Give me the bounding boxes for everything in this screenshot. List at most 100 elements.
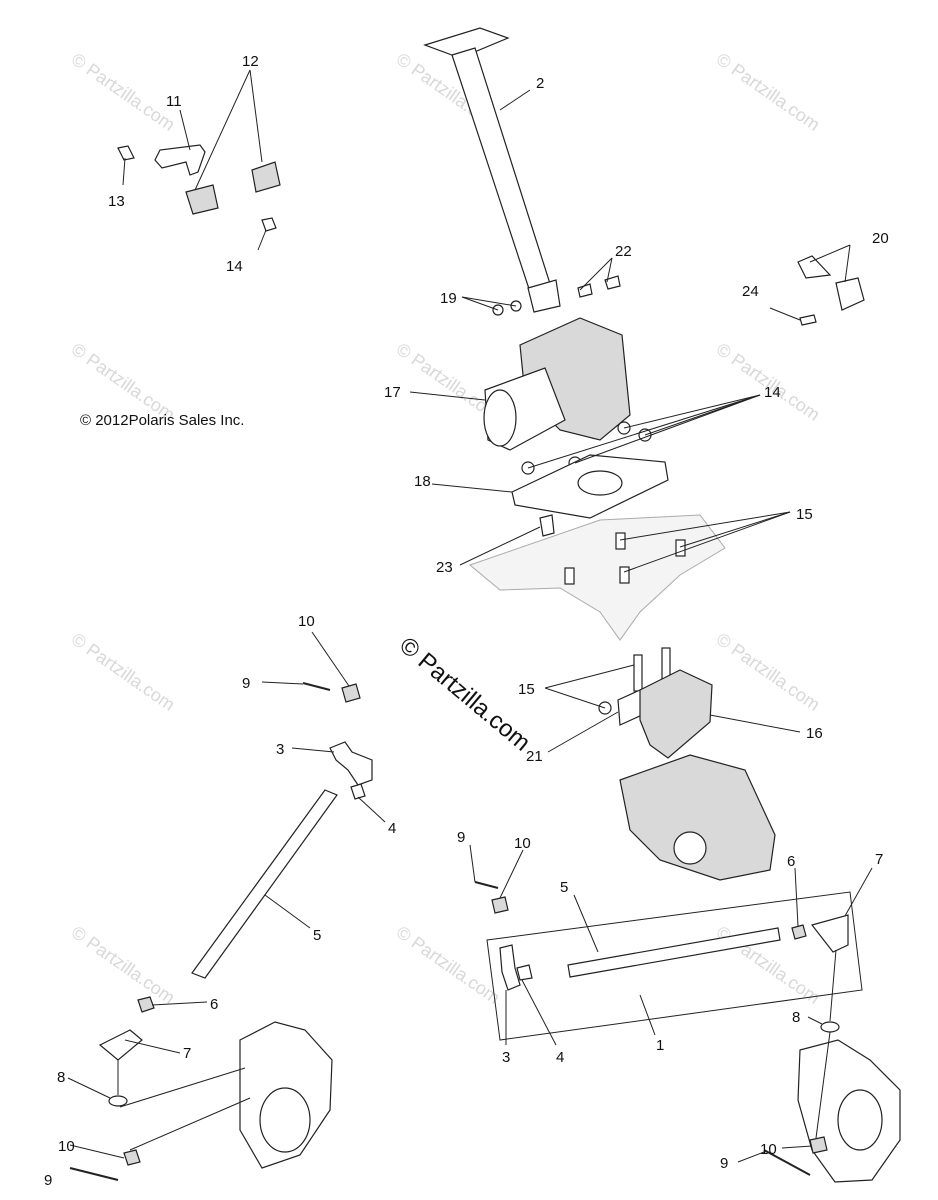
nut-14-top [261, 217, 277, 232]
callout-21: 21 [526, 748, 543, 765]
copyright-text: © 2012Polaris Sales Inc. [80, 412, 244, 429]
callout-9-right-top: 9 [457, 829, 465, 846]
callout-18: 18 [414, 473, 431, 490]
callout-15-top: 15 [796, 506, 813, 523]
callout-6-right: 6 [787, 853, 795, 870]
cotter-pin-9-left [69, 1167, 119, 1181]
tie-rod-end-7-right [810, 914, 849, 953]
watermark-tile: © Partzilla.com [68, 629, 179, 715]
castle-nut-10-left [123, 1149, 141, 1166]
bolt-15 [675, 539, 686, 557]
castle-nut-10-right [809, 1136, 828, 1154]
bolt-22b [604, 275, 621, 290]
bolt-15 [619, 566, 630, 584]
cotter-pin-9-right [763, 1149, 811, 1176]
callout-2: 2 [536, 75, 544, 92]
callout-labels: 2 12 11 13 14 19 22 20 24 17 14 18 23 15… [44, 53, 889, 1189]
watermark-main: © Partzilla.com [394, 632, 535, 757]
steering-plate [423, 27, 510, 59]
callout-4-right: 4 [556, 1049, 564, 1066]
cotter-pin-9 [302, 682, 331, 691]
switch-group [797, 255, 865, 326]
tie-rod-5-right [567, 927, 781, 978]
jam-nut-4-left [350, 783, 366, 800]
switch-20b [835, 277, 865, 311]
front-gearcase [619, 754, 776, 881]
watermark-tile: © Partzilla.com [393, 922, 504, 1008]
gasket-hole [577, 470, 623, 496]
knuckle-bore-right [837, 1089, 883, 1151]
callout-14-top: 14 [226, 258, 243, 275]
callout-13: 13 [108, 193, 125, 210]
callout-4-left: 4 [388, 820, 396, 837]
callout-20: 20 [872, 230, 889, 247]
callout-5-left: 5 [313, 927, 321, 944]
leader-lines [67, 69, 873, 1163]
callout-8-right: 8 [792, 1009, 800, 1026]
bracket-11 [154, 144, 206, 176]
frame-bracket-ghost [468, 514, 726, 641]
watermark-tile: © Partzilla.com [713, 629, 824, 715]
watermark-tile: © Partzilla.com [713, 339, 824, 425]
tie-rod-end-7-left [98, 1029, 143, 1061]
motor-endcap [483, 389, 517, 447]
jam-nut-6-left [137, 996, 155, 1013]
watermark-tile: © Partzilla.com [713, 49, 824, 135]
callout-10-left-top: 10 [298, 613, 315, 630]
callout-22: 22 [615, 243, 632, 260]
callout-3-left: 3 [276, 741, 284, 758]
callout-9-left-top: 9 [242, 675, 250, 692]
stud-23 [539, 514, 555, 537]
callout-23: 23 [436, 559, 453, 576]
callout-5-right: 5 [560, 879, 568, 896]
bolt-13 [117, 145, 135, 161]
steering-column-assembly [423, 27, 631, 451]
callout-19: 19 [440, 290, 457, 307]
bushing-12-right [251, 161, 281, 193]
watermark-tile: © Partzilla.com [68, 49, 179, 135]
callout-14-gasket: 14 [764, 384, 781, 401]
bracket-21 [617, 689, 643, 726]
callout-15-lower: 15 [518, 681, 535, 698]
bolt-15 [564, 567, 575, 585]
washer-8-left [108, 1095, 128, 1107]
assembly-box-1 [486, 891, 863, 1041]
clamp-group [117, 144, 281, 232]
callout-8-left: 8 [57, 1069, 65, 1086]
castle-nut-10 [341, 683, 361, 703]
mount-16 [639, 669, 713, 759]
bolt-15 [633, 654, 643, 692]
knuckle-bore-left [259, 1087, 311, 1153]
callout-17: 17 [384, 384, 401, 401]
callout-6-left: 6 [210, 996, 218, 1013]
callout-12: 12 [242, 53, 259, 70]
tie-rod-5-left [191, 789, 338, 979]
callout-16: 16 [806, 725, 823, 742]
bushing-12-left [185, 184, 219, 215]
screw-24 [799, 314, 817, 326]
right-tie-rod-assembly [474, 881, 901, 1183]
left-tie-rod-assembly [69, 682, 373, 1181]
callout-24: 24 [742, 283, 759, 300]
callout-10-left-bottom: 10 [58, 1138, 75, 1155]
castle-nut-10-right-top [491, 896, 509, 914]
shaft-yoke [527, 279, 561, 313]
gearcase-output [673, 831, 707, 865]
switch-20a [797, 255, 832, 279]
callout-11: 11 [166, 93, 182, 110]
callout-10-right-bottom: 10 [760, 1141, 777, 1158]
bolt-22a [577, 283, 593, 298]
callout-1: 1 [656, 1037, 664, 1054]
callout-9-left-bottom: 9 [44, 1172, 52, 1189]
tie-rod-end-3-left [329, 741, 373, 786]
jam-nut-4-right [516, 964, 533, 981]
bolt-15 [615, 532, 626, 550]
cotter-pin-9-right-top [474, 881, 499, 889]
callout-3-right: 3 [502, 1049, 510, 1066]
callout-7-left: 7 [183, 1045, 191, 1062]
watermark-tile: © Partzilla.com [68, 922, 179, 1008]
callout-9-right-bottom: 9 [720, 1155, 728, 1172]
callout-10-right-top: 10 [514, 835, 531, 852]
washer-8-right [820, 1021, 840, 1033]
